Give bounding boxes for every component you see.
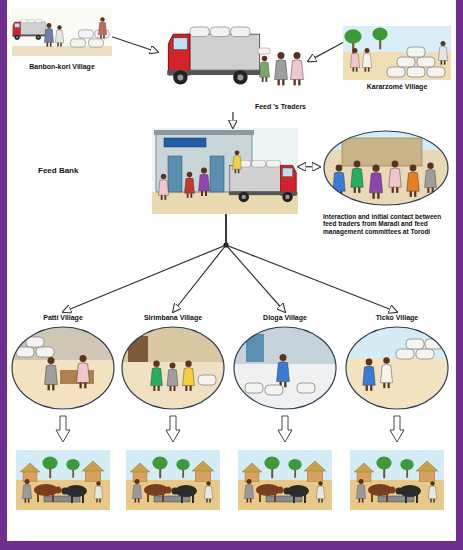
patti-picture [10,326,116,410]
village-panel: Dioga Village [232,312,338,412]
white-panel [7,0,456,541]
flow-arrow [63,214,226,312]
feed-bank-picture [152,128,298,214]
village-panel: Kararzomé Village [343,26,451,92]
node-label: Banbon-kori Village [14,63,110,71]
banbon-kori-picture [12,8,112,56]
flow-arrow [298,166,320,167]
node-label: Feed Bank [38,166,298,175]
sirimbana-picture [120,326,226,410]
village-panel: Banbon-kori Village [12,8,112,72]
livestock-pictures [16,450,444,510]
node-label: Patti Village [12,314,114,322]
trader-truck-picture [167,27,303,85]
down-arrows [56,416,404,442]
trader-panel: Feed 's Traders [158,20,308,112]
node-label: Ticko Village [346,314,448,322]
node-label: Feed 's Traders [160,103,306,111]
meeting-picture [322,130,450,206]
village-panel: Patti Village [10,312,116,412]
kararzome-picture [343,26,451,80]
dioga-picture [232,326,338,410]
meeting-panel: Interaction and initial contact between … [320,128,456,236]
node-label: Dioga Village [234,314,336,322]
flow-arrow [112,37,158,52]
node-label: Sirimbana Village [122,314,224,322]
flow-arrow [226,214,285,312]
flow-arrow [232,112,233,128]
flow-arrow [173,214,226,312]
ticko-picture [344,326,450,410]
node-label: Interaction and initial contact between … [323,213,453,235]
village-panel: Sirimbana Village [120,312,226,412]
node-label: Kararzomé Village [345,83,449,91]
flow-arrow [308,43,343,62]
village-panel: Ticko Village [344,312,450,412]
feed-bank-panel: Feed Bank [30,128,298,214]
